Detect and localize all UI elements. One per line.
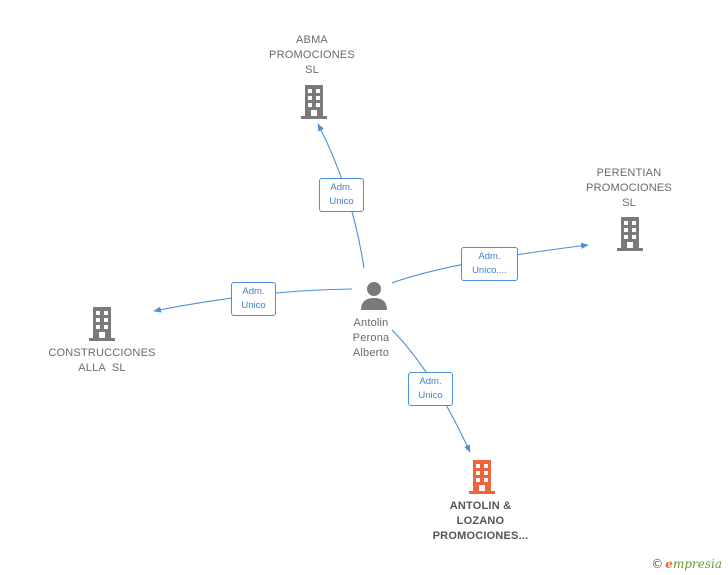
company-perentian-line: PERENTIAN <box>596 167 662 179</box>
building-highlight-icon[interactable] <box>467 459 497 495</box>
company-abma-label[interactable]: ABMA PROMOCIONES SL <box>262 33 362 78</box>
edge-label-line: Adm. <box>242 286 265 297</box>
person-icon[interactable] <box>359 280 389 312</box>
company-perentian-line: PROMOCIONES <box>586 182 672 194</box>
company-abma-line: SL <box>305 64 319 76</box>
edge-label-construcciones[interactable]: Adm. Unico <box>231 282 276 316</box>
edge-label-abma[interactable]: Adm. Unico <box>319 178 364 212</box>
edge-label-line: Unico <box>329 196 354 207</box>
company-perentian-line: SL <box>622 197 636 209</box>
building-icon[interactable] <box>87 306 117 342</box>
company-abma-line: ABMA <box>296 34 328 46</box>
building-icon[interactable] <box>299 84 329 120</box>
edge-label-line: Unico.... <box>472 265 507 276</box>
person-line: Alberto <box>352 347 390 359</box>
edge-label-perentian[interactable]: Adm. Unico.... <box>461 247 518 281</box>
edge-label-line: Adm. <box>419 376 442 387</box>
company-construcciones-label[interactable]: CONSTRUCCIONES ALLA SL <box>42 346 162 376</box>
company-abma-line: PROMOCIONES <box>269 49 355 61</box>
edge-label-antolin-lozano[interactable]: Adm. Unico <box>408 372 453 406</box>
person-label[interactable]: Antolin Perona Alberto <box>336 316 406 361</box>
building-icon[interactable] <box>615 216 645 252</box>
company-construcciones-line: CONSTRUCCIONES <box>48 347 156 359</box>
copyright-symbol: © <box>651 557 664 571</box>
company-construcciones-line: ALLA SL <box>78 362 126 374</box>
edge-label-line: Unico <box>418 390 443 401</box>
company-antolin-lozano-label[interactable]: ANTOLIN & LOZANO PROMOCIONES... <box>418 499 543 544</box>
edge-label-line: Adm. <box>478 251 501 262</box>
company-antolin-lozano-line: PROMOCIONES... <box>432 530 529 542</box>
edge-label-line: Adm. <box>330 182 353 193</box>
company-antolin-lozano-line: LOZANO <box>456 515 505 527</box>
person-line: Perona <box>352 332 390 344</box>
brand-name: mpresia <box>672 557 722 571</box>
company-antolin-lozano-line: ANTOLIN & <box>449 500 512 512</box>
person-line: Antolin <box>353 317 389 329</box>
brand-initial: e <box>665 557 673 571</box>
empresia-logo: ©empresia <box>651 557 722 571</box>
edge-label-line: Unico <box>241 300 266 311</box>
company-perentian-label[interactable]: PERENTIAN PROMOCIONES SL <box>574 166 684 211</box>
